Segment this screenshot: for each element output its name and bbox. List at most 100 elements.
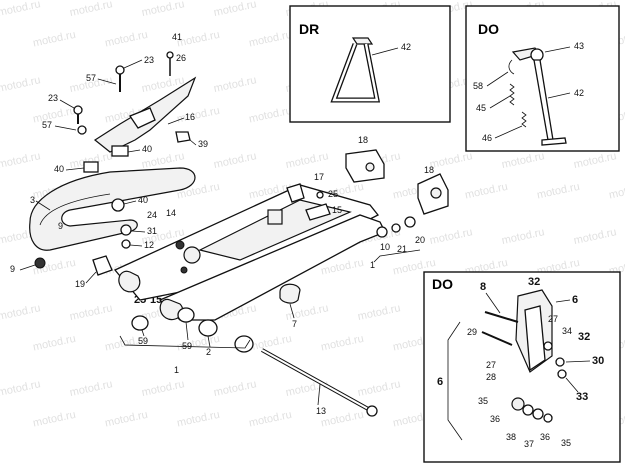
panel-do-detail: DO 8 32 6 27 34 32 29 30 27 28 33 6	[423, 271, 621, 463]
watermark-text: motod.ru	[176, 105, 221, 126]
watermark-text: motod.ru	[213, 0, 258, 19]
watermark-text: motod.ru	[213, 150, 258, 171]
label-9a: 9	[58, 221, 63, 231]
label-20: 20	[415, 235, 425, 245]
watermark-text: motod.ru	[213, 74, 258, 95]
label-7: 7	[292, 319, 297, 329]
watermark-text: motod.ru	[0, 378, 42, 399]
label-25-b: 25	[328, 189, 338, 199]
label-9b: 9	[10, 264, 15, 274]
label-dd-27a: 27	[548, 314, 558, 324]
label-40b: 40	[54, 164, 64, 174]
chain-adjuster-assembly	[481, 289, 567, 423]
label-dd-29: 29	[467, 327, 477, 337]
label-dd-34: 34	[562, 326, 572, 336]
watermark-text: motod.ru	[285, 150, 330, 171]
watermark-text: motod.ru	[320, 333, 365, 354]
label-3: 3	[30, 195, 35, 205]
panel-do-stand: DO 43 58 45 42 46	[465, 5, 620, 152]
label-18b: 18	[424, 165, 434, 175]
label-21: 21	[397, 244, 407, 254]
watermark-text: motod.ru	[0, 302, 42, 323]
watermark-text: motod.ru	[501, 226, 546, 247]
label-13: 13	[316, 406, 326, 416]
watermark-text: motod.ru	[176, 409, 221, 430]
chain-guard-assembly	[29, 51, 197, 276]
label-41: 41	[172, 32, 182, 42]
watermark-text: motod.ru	[357, 302, 402, 323]
label-12: 12	[144, 240, 154, 250]
watermark-text: motod.ru	[69, 302, 114, 323]
label-2: 2	[206, 347, 211, 357]
label-19: 19	[75, 279, 85, 289]
label-dr-42: 42	[401, 42, 411, 52]
label-do-45: 45	[476, 103, 486, 113]
adjuster-block-18a	[345, 149, 385, 183]
label-dd-35a: 35	[478, 396, 488, 406]
panel-do-detail-title: DO	[432, 276, 453, 292]
label-dd-32b: 32	[578, 331, 590, 343]
pivot-axle	[261, 348, 378, 417]
label-57b: 57	[42, 120, 52, 130]
watermark-text: motod.ru	[536, 181, 581, 202]
label-dd-8: 8	[480, 281, 486, 293]
label-40a: 40	[142, 144, 152, 154]
bolt-23a	[115, 65, 125, 92]
label-59a: 59	[138, 336, 148, 346]
label-dd-6b: 6	[437, 376, 443, 388]
label-31: 31	[147, 226, 157, 236]
label-do-46: 46	[482, 133, 492, 143]
watermark-text: motod.ru	[0, 150, 42, 171]
bolt-26	[166, 51, 174, 76]
label-dd-32a: 32	[528, 276, 540, 288]
label-59b: 59	[182, 341, 192, 351]
label-dd-38: 38	[506, 432, 516, 442]
watermark-text: motod.ru	[285, 378, 330, 399]
label-do-43: 43	[574, 41, 584, 51]
label-1a: 1	[370, 260, 375, 270]
label-dd-36b: 36	[540, 432, 550, 442]
watermark-text: motod.ru	[429, 226, 474, 247]
label-dd-6a: 6	[572, 294, 578, 306]
watermark-text: motod.ru	[357, 378, 402, 399]
watermark-text: motod.ru	[248, 409, 293, 430]
label-26: 26	[176, 53, 186, 63]
watermark-text: motod.ru	[213, 378, 258, 399]
label-18a: 18	[358, 135, 368, 145]
watermark-text: motod.ru	[69, 0, 114, 19]
label-do-42: 42	[574, 88, 584, 98]
label-dd-37: 37	[524, 439, 534, 449]
watermark-text: motod.ru	[0, 0, 42, 19]
label-10: 10	[380, 242, 390, 252]
panel-dr: DR 42	[289, 5, 451, 123]
watermark-text: motod.ru	[608, 181, 625, 202]
watermark-text: motod.ru	[176, 29, 221, 50]
watermark-text: motod.ru	[573, 226, 618, 247]
swing-arm-labels: 18 18 17 25 15 10 21 20 1 7 59 59 2 1 13	[119, 135, 434, 416]
watermark-text: motod.ru	[464, 181, 509, 202]
label-40c: 40	[138, 195, 148, 205]
label-39: 39	[198, 139, 208, 149]
label-23b: 23	[48, 93, 58, 103]
bolt-57	[77, 125, 87, 135]
watermark-text: motod.ru	[0, 74, 42, 95]
side-stand	[508, 47, 567, 146]
panel-do-stand-title: DO	[478, 21, 499, 37]
label-15-b: 15	[332, 205, 342, 215]
label-24: 24	[147, 210, 157, 220]
watermark-text: motod.ru	[32, 105, 77, 126]
bolt-23b	[73, 105, 83, 124]
watermark-text: motod.ru	[248, 333, 293, 354]
watermark-text: motod.ru	[429, 150, 474, 171]
label-dd-35b: 35	[561, 438, 571, 448]
adjuster-block-18b	[417, 173, 449, 215]
panel-dr-title: DR	[299, 21, 319, 37]
swing-arm	[113, 183, 386, 321]
watermark-text: motod.ru	[501, 150, 546, 171]
label-23a: 23	[144, 55, 154, 65]
label-14: 14	[166, 208, 176, 218]
label-dd-36a: 36	[490, 414, 500, 424]
watermark-text: motod.ru	[320, 409, 365, 430]
watermark-text: motod.ru	[248, 105, 293, 126]
